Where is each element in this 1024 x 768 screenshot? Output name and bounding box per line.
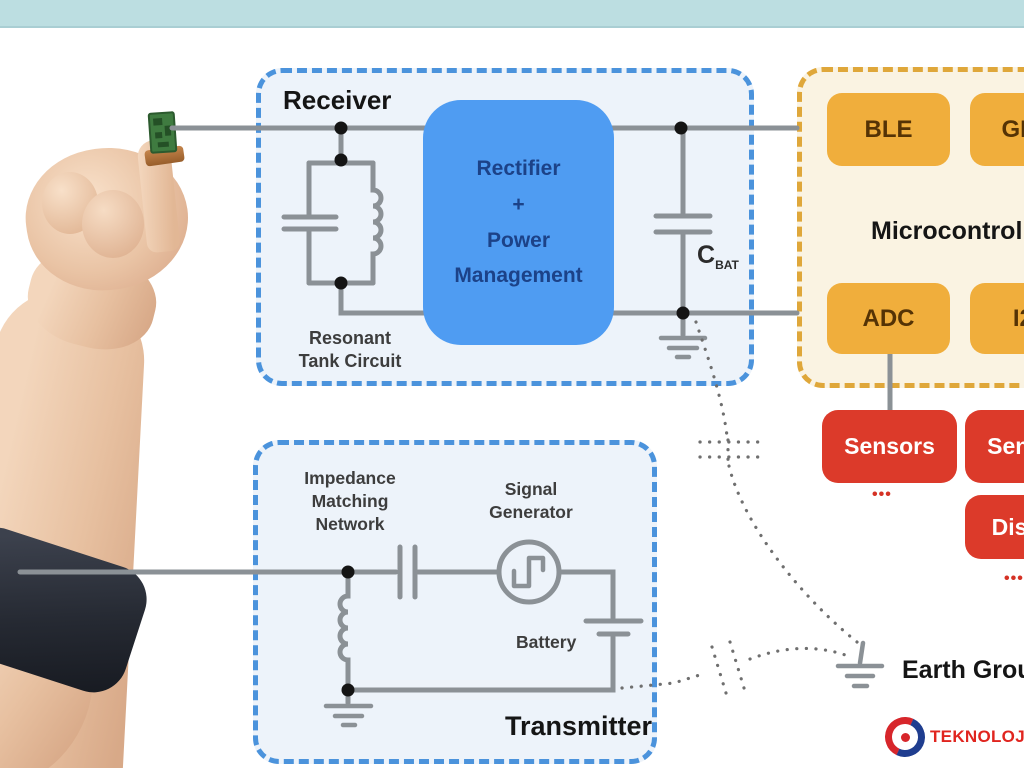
module-adc: ADC: [827, 283, 950, 354]
label-line: Tank Circuit: [298, 351, 402, 372]
rectifier-line: Power: [486, 228, 551, 252]
tank-inductor-icon: [370, 160, 384, 286]
label-line: Impedance: [304, 468, 396, 488]
receiver-title: Receiver: [283, 85, 392, 115]
dotted-path-transmitter-ground: [620, 671, 708, 690]
transmitter-title: Transmitter: [505, 711, 653, 741]
curled-finger: [82, 190, 144, 258]
module-i2c: I2C: [970, 283, 1024, 354]
display-box: Display: [965, 495, 1024, 559]
logo-brand-text: TEKNOLOJi: [930, 727, 1024, 746]
transmitter-circuit: [17, 539, 644, 728]
tank-capacitor-icon: [281, 214, 339, 232]
transmitter-block: [253, 440, 657, 764]
matching-capacitor-icon: [397, 544, 418, 600]
cbat-symbol: C: [697, 241, 716, 269]
label-line: Generator: [489, 501, 573, 522]
module-gpio: GPIO: [970, 93, 1024, 166]
label-line: Network: [315, 513, 385, 534]
more-peripherals-ellipsis: •••: [872, 486, 892, 503]
transmitter-ground-icon: [323, 703, 374, 728]
teknoloji-logo: TEKNOLOJi ct: [879, 711, 1024, 763]
cbat-capacitor-icon: [653, 213, 713, 235]
rectifier-power-management-box: Rectifier + Power Management: [423, 100, 614, 345]
cbat-subscript: BAT: [715, 258, 739, 272]
rectifier-line: +: [512, 192, 525, 216]
module-ble: BLE: [827, 93, 950, 166]
resonant-tank-circuit: [281, 125, 427, 316]
more-peripherals-ellipsis: •••: [1004, 570, 1024, 587]
dotted-body-capacitor-icon: [710, 640, 746, 695]
cbat-label: CBAT: [697, 241, 739, 272]
receiver-ground-icon: [658, 310, 708, 360]
logo-atom-icon: [879, 711, 931, 763]
sensors-box: Sensors: [822, 410, 957, 483]
matching-inductor-icon: [337, 569, 351, 693]
rectifier-line: Rectifier: [476, 157, 561, 181]
label-line: Signal: [504, 479, 558, 499]
label-line: Matching: [311, 490, 389, 511]
square-wave-icon: [511, 555, 546, 589]
signal-generator-label: Signal Generator: [470, 478, 592, 524]
top-teal-bar: [0, 0, 1024, 28]
impedance-matching-label: Impedance Matching Network: [288, 467, 412, 535]
dotted-body-capacitor-icon: [698, 440, 766, 459]
sensors-box: Sensors: [965, 410, 1024, 483]
dotted-path-receiver-ground: [694, 320, 729, 438]
capacitive-return-paths: [620, 320, 859, 695]
rectifier-line: Management: [454, 264, 583, 288]
battery-icon: [583, 618, 644, 637]
junction-dots: [334, 121, 690, 697]
resonant-tank-label: Resonant Tank Circuit: [283, 327, 417, 374]
battery-label: Battery: [516, 632, 577, 652]
label-line: Resonant: [308, 328, 391, 348]
cbat-capacitor: [653, 125, 713, 316]
microcontroller-title: Microcontroller: [871, 217, 1024, 245]
earth-ground-label: Earth Ground: [902, 656, 1024, 684]
earth-ground-icon: [835, 640, 885, 689]
